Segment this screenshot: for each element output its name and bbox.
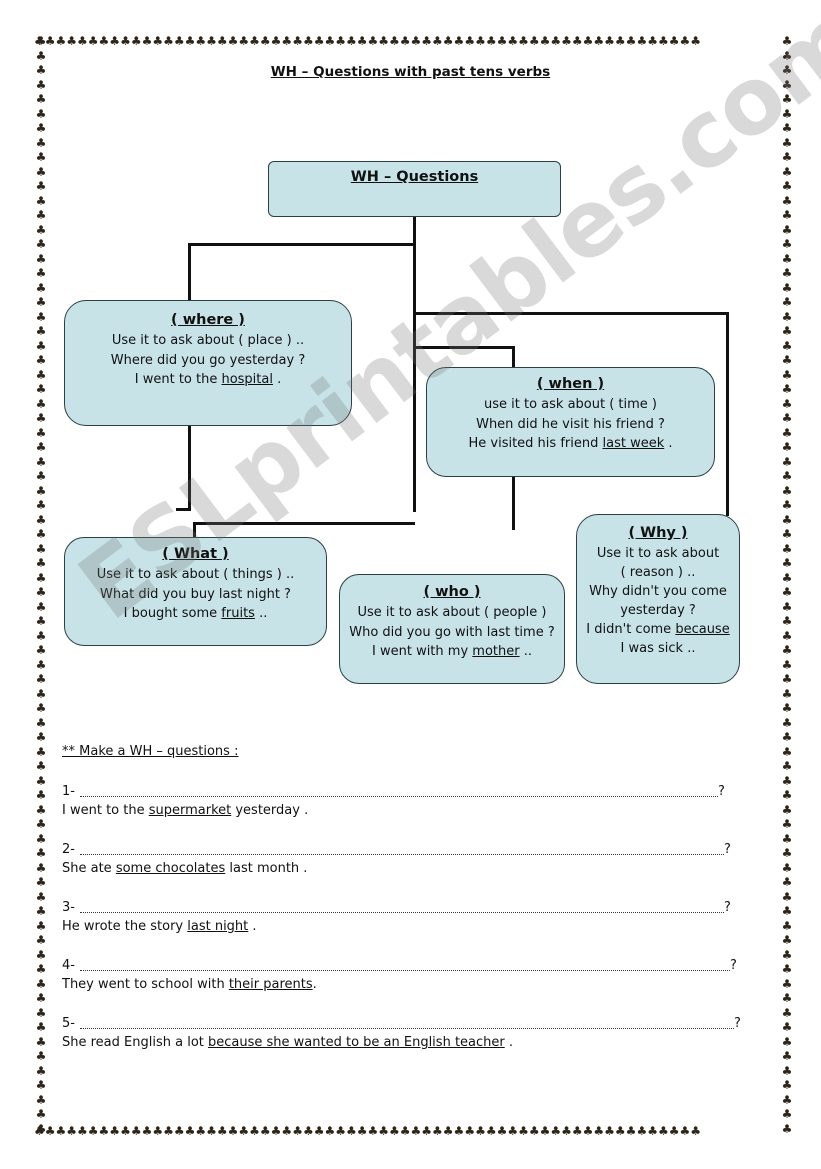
what-branch-line <box>193 522 415 525</box>
page-title: WH – Questions with past tens verbs <box>270 64 551 80</box>
why-branch-line <box>413 312 729 315</box>
where-line-1: Use it to ask about ( place ) .. <box>111 333 305 348</box>
answer-blank-line[interactable] <box>80 902 724 913</box>
what-line-2: What did you buy last night ? <box>100 586 291 602</box>
answer-sentence: They went to school with their parents. <box>62 977 317 992</box>
why-line-3: Why didn't you come <box>589 584 727 599</box>
question-number: 5- <box>62 1016 75 1031</box>
why-heading: ( Why ) <box>628 525 688 541</box>
why-line-6: I was sick .. <box>620 641 696 656</box>
question-mark: ? <box>724 900 731 915</box>
answer-blank-line[interactable] <box>80 786 718 797</box>
who-line-1: Use it to ask about ( people ) <box>357 605 547 620</box>
bottom-palm-border: ♣♣♣♣♣♣♣♣♣♣♣♣♣♣♣♣♣♣♣♣♣♣♣♣♣♣♣♣♣♣♣♣♣♣♣♣♣♣♣♣… <box>34 1124 701 1138</box>
when-line-3: He visited his friend last week . <box>468 436 673 451</box>
question-number: 1- <box>62 784 75 799</box>
question-mark: ? <box>724 842 731 857</box>
main-trunk-line <box>413 216 416 512</box>
right-palm-border: ♣♣♣♣♣♣♣♣♣♣♣♣♣♣♣♣♣♣♣♣♣♣♣♣♣♣♣♣♣♣♣♣♣♣♣♣♣♣♣♣… <box>781 34 793 1136</box>
answer-blank-line[interactable] <box>80 960 730 971</box>
what-line-3: I bought some fruits .. <box>123 606 268 621</box>
answer-sentence: He wrote the story last night . <box>62 919 257 934</box>
question-mark: ? <box>734 1016 741 1031</box>
what-line-1: Use it to ask about ( things ) .. <box>96 567 295 582</box>
where-box: ( where ) Use it to ask about ( place ) … <box>64 300 352 426</box>
where-heading: ( where ) <box>171 312 245 328</box>
root-box-label: WH – Questions <box>350 169 479 185</box>
question-mark: ? <box>730 958 737 973</box>
who-line-3: I went with my mother .. <box>372 644 532 659</box>
answer-blank-line[interactable] <box>80 844 724 855</box>
why-line-2: ( reason ) .. <box>620 565 696 580</box>
where-tail-line <box>188 425 191 511</box>
where-tail-foot <box>176 508 191 511</box>
question-mark: ? <box>718 784 725 799</box>
where-drop-line <box>188 243 191 301</box>
why-line-5: I didn't come because <box>586 622 730 637</box>
when-line-1: use it to ask about ( time ) <box>484 397 657 412</box>
left-palm-border: ♣♣♣♣♣♣♣♣♣♣♣♣♣♣♣♣♣♣♣♣♣♣♣♣♣♣♣♣♣♣♣♣♣♣♣♣♣♣♣♣… <box>35 34 47 1136</box>
where-branch-line <box>188 243 415 246</box>
when-branch-line <box>413 346 515 349</box>
when-line-2: When did he visit his friend ? <box>476 416 665 432</box>
why-line-4: yesterday ? <box>620 603 696 618</box>
answer-sentence: I went to the supermarket yesterday . <box>62 803 309 818</box>
when-drop-line <box>512 346 515 368</box>
when-box: ( when ) use it to ask about ( time ) Wh… <box>426 367 715 477</box>
question-number: 4- <box>62 958 75 973</box>
who-box: ( who ) Use it to ask about ( people ) W… <box>339 574 565 684</box>
when-tail-line <box>512 476 515 530</box>
question-number: 3- <box>62 900 75 915</box>
where-line-2: Where did you go yesterday ? <box>110 352 306 368</box>
answer-blank-line[interactable] <box>80 1018 734 1029</box>
answer-sentence: She ate some chocolates last month . <box>62 861 308 876</box>
what-drop-line <box>193 522 196 538</box>
top-palm-border: ♣♣♣♣♣♣♣♣♣♣♣♣♣♣♣♣♣♣♣♣♣♣♣♣♣♣♣♣♣♣♣♣♣♣♣♣♣♣♣♣… <box>34 34 701 48</box>
why-drop-line <box>726 312 729 516</box>
who-heading: ( who ) <box>423 584 481 600</box>
what-box: ( What ) Use it to ask about ( things ) … <box>64 537 327 646</box>
where-line-3: I went to the hospital . <box>134 372 282 387</box>
why-box: ( Why ) Use it to ask about ( reason ) .… <box>576 514 740 684</box>
why-line-1: Use it to ask about <box>596 546 720 561</box>
exercise-instructions: ** Make a WH – questions : <box>62 744 239 759</box>
question-number: 2- <box>62 842 75 857</box>
what-heading: ( What ) <box>162 546 229 562</box>
root-box: WH – Questions <box>268 161 561 217</box>
who-line-2: Who did you go with last time ? <box>349 624 555 640</box>
when-heading: ( when ) <box>536 376 605 392</box>
answer-sentence: She read English a lot because she wante… <box>62 1035 513 1050</box>
